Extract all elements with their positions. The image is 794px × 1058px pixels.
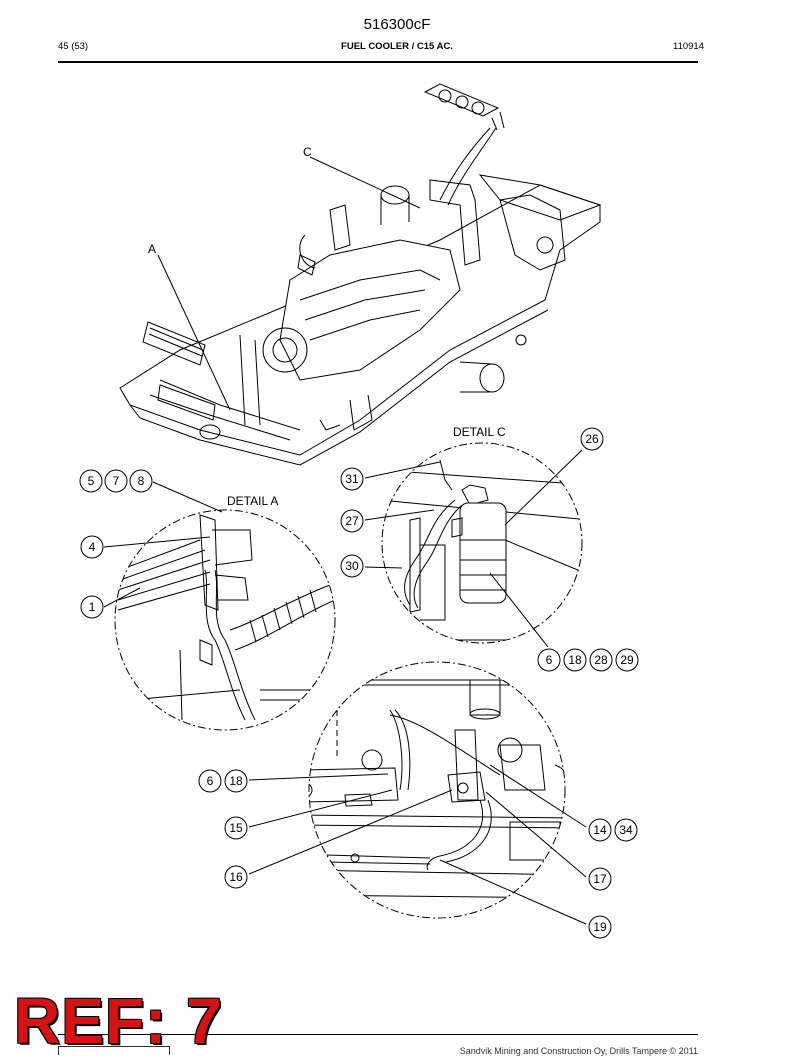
callout-16: 16 [224, 865, 248, 889]
svg-text:29: 29 [620, 653, 634, 667]
svg-text:14: 14 [593, 823, 607, 837]
svg-text:18: 18 [568, 653, 582, 667]
svg-text:18: 18 [229, 774, 243, 788]
svg-text:8: 8 [138, 474, 145, 488]
detail-c-title: DETAIL C [453, 425, 506, 439]
svg-text:26: 26 [585, 432, 599, 446]
view-label-c: C [303, 145, 312, 159]
svg-text:7: 7 [113, 474, 120, 488]
page-number: 45 (53) [58, 41, 89, 52]
callout-8: 8 [129, 469, 153, 493]
machine-overview [119, 83, 602, 466]
page-title: FUEL COOLER / C15 AC. [341, 41, 453, 52]
svg-text:28: 28 [594, 653, 608, 667]
callout-17: 17 [588, 867, 612, 891]
callout-5: 5 [79, 469, 103, 493]
sandvik-logo [58, 1046, 170, 1055]
ref-stamp: REF: 7 [14, 985, 223, 1057]
svg-text:1: 1 [89, 600, 96, 614]
svg-text:34: 34 [619, 823, 633, 837]
callout-27: 27 [340, 509, 364, 533]
callout-28: 28 [589, 648, 613, 672]
document-code: 110914 [673, 41, 704, 52]
callout-4: 4 [80, 535, 104, 559]
detail-a-title: DETAIL A [227, 494, 278, 508]
svg-text:6: 6 [207, 774, 214, 788]
svg-text:27: 27 [345, 514, 359, 528]
callout-18: 18 [224, 769, 248, 793]
footer-rule [58, 1034, 698, 1035]
svg-text:31: 31 [345, 472, 359, 486]
svg-text:4: 4 [89, 540, 96, 554]
callout-18: 18 [563, 648, 587, 672]
callout-1: 1 [80, 595, 104, 619]
callout-30: 30 [340, 554, 364, 578]
callout-6: 6 [198, 769, 222, 793]
svg-text:17: 17 [593, 872, 607, 886]
document-number: 516300cF [363, 16, 431, 33]
callout-31: 31 [340, 467, 364, 491]
svg-text:19: 19 [593, 920, 607, 934]
callout-29: 29 [615, 648, 639, 672]
svg-text:5: 5 [88, 474, 95, 488]
callout-14: 14 [588, 818, 612, 842]
callout-7: 7 [104, 469, 128, 493]
svg-text:30: 30 [345, 559, 359, 573]
callout-15: 15 [224, 816, 248, 840]
callout-6: 6 [537, 648, 561, 672]
callout-19: 19 [588, 915, 612, 939]
detail-c-view [381, 442, 583, 644]
svg-text:15: 15 [229, 821, 243, 835]
footer-copyright: Sandvik Mining and Construction Oy, Dril… [459, 1046, 698, 1056]
svg-text:6: 6 [546, 653, 553, 667]
header-rule [58, 61, 698, 63]
detail-hose-view [308, 661, 566, 919]
callout-34: 34 [614, 818, 638, 842]
view-label-a: A [148, 242, 156, 256]
callout-26: 26 [580, 427, 604, 451]
svg-text:16: 16 [229, 870, 243, 884]
detail-a-view [114, 509, 336, 731]
